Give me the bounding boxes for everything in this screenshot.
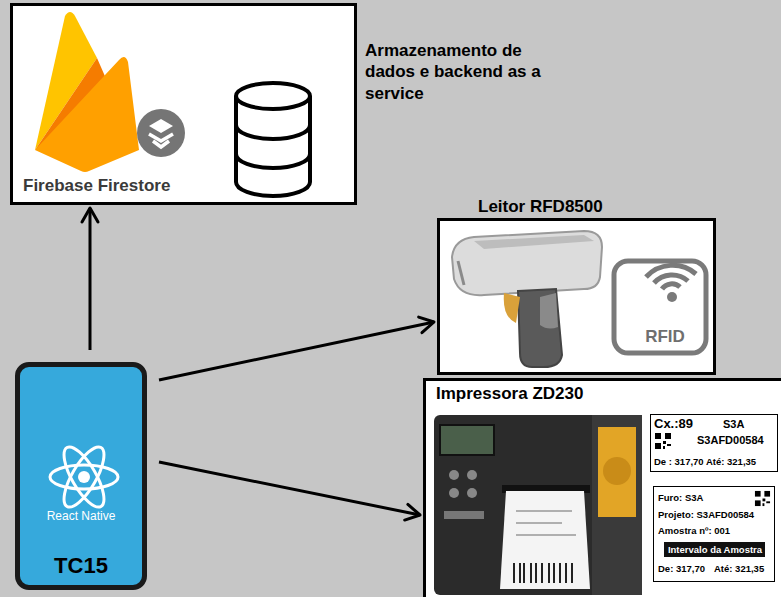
arrow-connector xyxy=(82,208,98,350)
label-field: Até: 321,35 xyxy=(714,563,774,574)
database-icon xyxy=(231,80,315,200)
connector-line xyxy=(89,208,92,350)
label-field: De : 317,70 Até: 321,35 xyxy=(654,456,776,467)
printed-label: Cx.:89 S3A S3AFD00584 De : 317,70 Até: 321,… xyxy=(650,414,778,472)
label-field: S3AFD00584 xyxy=(697,434,775,446)
node-label: TC15 xyxy=(20,553,142,579)
node-label: React Native xyxy=(20,509,142,523)
rfid-reader xyxy=(444,227,609,372)
qr-code xyxy=(754,490,771,507)
firebase-logo xyxy=(21,8,191,173)
mobile-device: React NativeTC15 xyxy=(15,362,147,590)
service-box: Firebase FirestoreArmazenamento de dados… xyxy=(10,3,357,205)
qr-code xyxy=(654,432,672,450)
node-label: Firebase Firestore xyxy=(23,176,233,196)
label-field: De: 317,70 xyxy=(658,563,714,574)
react-logo xyxy=(46,445,122,509)
arrow-head xyxy=(405,504,420,520)
arrow-connector xyxy=(159,462,420,520)
arrow-head xyxy=(82,208,98,222)
printed-label: Furo: S3A Projeto: S3AFD00584Amostra nº: … xyxy=(653,486,775,582)
icon-text: RFID xyxy=(630,327,700,347)
label-field: Amostra nº: 001 xyxy=(658,525,768,536)
connector-line xyxy=(159,462,420,515)
label-printer xyxy=(432,411,654,597)
label-field: Intervalo da Amostra xyxy=(666,544,764,555)
node-label: Armazenamento de dados e backend as a se… xyxy=(365,40,570,104)
arrow-connector xyxy=(159,317,434,380)
device-box: Leitor RFD8500RFID xyxy=(437,218,716,375)
node-label: Impressora ZD230 xyxy=(436,384,636,404)
label-field: S3A xyxy=(723,418,763,430)
label-field: Projeto: S3AFD00584 xyxy=(658,509,774,520)
device-box: Cx.:89 S3A S3AFD00584 De : 317,70 Até: 321,… xyxy=(423,378,781,597)
label-field: Furo: S3A xyxy=(658,492,748,503)
arrow-head xyxy=(419,317,434,333)
node-label: Leitor RFD8500 xyxy=(478,197,678,217)
connector-line xyxy=(159,322,434,380)
label-field: Cx.:89 xyxy=(654,416,714,431)
